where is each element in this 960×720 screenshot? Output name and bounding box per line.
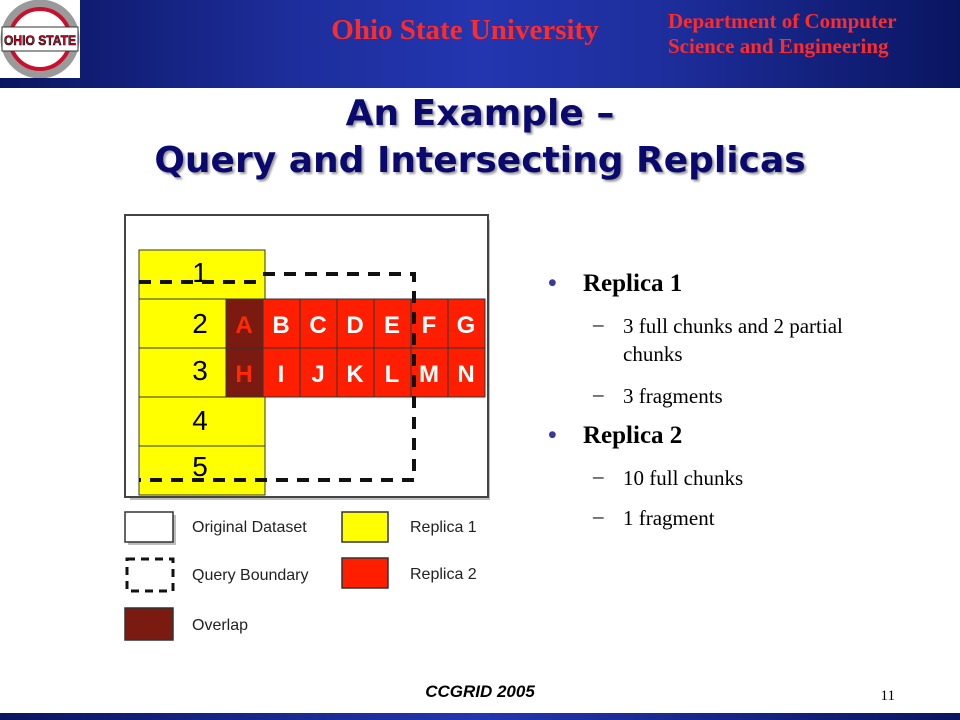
cell-label-l: L <box>385 361 400 388</box>
replica1-chunk-1 <box>138 249 266 300</box>
legend-original-swatch <box>124 511 174 543</box>
overlap-cell-a <box>225 298 264 349</box>
legend: Original Dataset Replica 1 Query Boundar… <box>124 511 477 641</box>
replica2-cell-d <box>336 298 375 349</box>
subbullet-text: 10 full chunks <box>623 466 744 490</box>
cell-label-c: C <box>309 312 326 339</box>
cell-label-g: G <box>457 312 476 339</box>
bullet-replica1-label: Replica 1 <box>583 270 683 297</box>
replica2-cell-i <box>262 347 301 398</box>
cell-label-f: F <box>422 312 437 339</box>
row-label-5: 5 <box>192 451 208 482</box>
row-label-3: 3 <box>192 355 208 386</box>
replica1-chunk-5 <box>138 445 266 496</box>
legend-query-label: Query Boundary <box>192 567 309 584</box>
replica2-cell-k <box>336 347 375 398</box>
replica2-cell-j <box>299 347 338 398</box>
cell-label-n: N <box>457 361 474 388</box>
legend-replica1-label: Replica 1 <box>410 519 477 536</box>
ohio-state-logo: OHIO STATE <box>0 0 80 79</box>
bullet-symbol: • <box>548 270 557 297</box>
row3-cells: H I J K L M N <box>225 347 486 398</box>
row-label-2: 2 <box>192 308 208 339</box>
replica2-cell-f <box>410 298 449 349</box>
dash-symbol: – <box>593 504 604 528</box>
cell-label-e: E <box>384 312 400 339</box>
legend-overlap-label: Overlap <box>192 617 248 634</box>
department-line-2: Science and Engineering <box>668 34 889 58</box>
legend-replica2-label: Replica 2 <box>410 566 477 583</box>
row-label-4: 4 <box>192 405 208 436</box>
dash-symbol: – <box>593 312 604 336</box>
replica-diagram: 1 2 3 4 5 A B C D E F G H I J K L M N <box>124 214 490 641</box>
bullet-replica2-label: Replica 2 <box>583 422 683 449</box>
slide-title: An Example – Query and Intersecting Repl… <box>100 90 860 184</box>
query-boundary <box>139 272 416 482</box>
slide-header: OHIO STATE Ohio State University Departm… <box>0 0 960 88</box>
replica2-cell-g <box>447 298 486 349</box>
overlap-cell-h <box>225 347 264 398</box>
replica2-cell-m <box>410 347 449 398</box>
replica2-cell-b <box>262 298 301 349</box>
department-name: Department of Computer Science and Engin… <box>668 9 950 59</box>
legend-replica1-swatch <box>341 511 389 543</box>
legend-original-label: Original Dataset <box>192 519 307 536</box>
subbullet-text: 1 fragment <box>623 506 715 530</box>
bullet-symbol: • <box>548 422 557 449</box>
university-name: Ohio State University <box>331 14 599 46</box>
replica1-chunk-4 <box>138 396 266 447</box>
replica2-cell-e <box>373 298 412 349</box>
dash-symbol: – <box>593 464 604 488</box>
department-line-1: Department of Computer <box>668 9 897 33</box>
cell-label-k: K <box>346 361 364 388</box>
cell-label-a: A <box>235 312 252 339</box>
title-line-2: Query and Intersecting Replicas <box>154 140 806 181</box>
replica2-cell-n <box>447 347 486 398</box>
cell-label-h: H <box>235 361 252 388</box>
footer-conference: CCGRID 2005 <box>425 682 535 701</box>
bottom-bar <box>0 713 960 720</box>
cell-label-d: D <box>346 312 363 339</box>
cell-label-m: M <box>419 361 439 388</box>
legend-replica2-swatch <box>341 557 389 589</box>
subbullet-text: 3 full chunks and 2 partial chunks <box>623 314 843 366</box>
slide-number: 11 <box>880 688 895 704</box>
cell-label-b: B <box>272 312 289 339</box>
cell-label-i: I <box>278 361 285 388</box>
title-line-1: An Example – <box>345 93 615 134</box>
cell-label-j: J <box>311 361 324 388</box>
subbullet-text: 3 fragments <box>623 384 723 408</box>
legend-overlap-swatch <box>124 607 174 641</box>
dash-symbol: – <box>593 382 604 406</box>
legend-query-swatch <box>125 557 175 593</box>
logo-text: OHIO STATE <box>4 32 76 48</box>
row2-cells: A B C D E F G <box>225 298 486 349</box>
